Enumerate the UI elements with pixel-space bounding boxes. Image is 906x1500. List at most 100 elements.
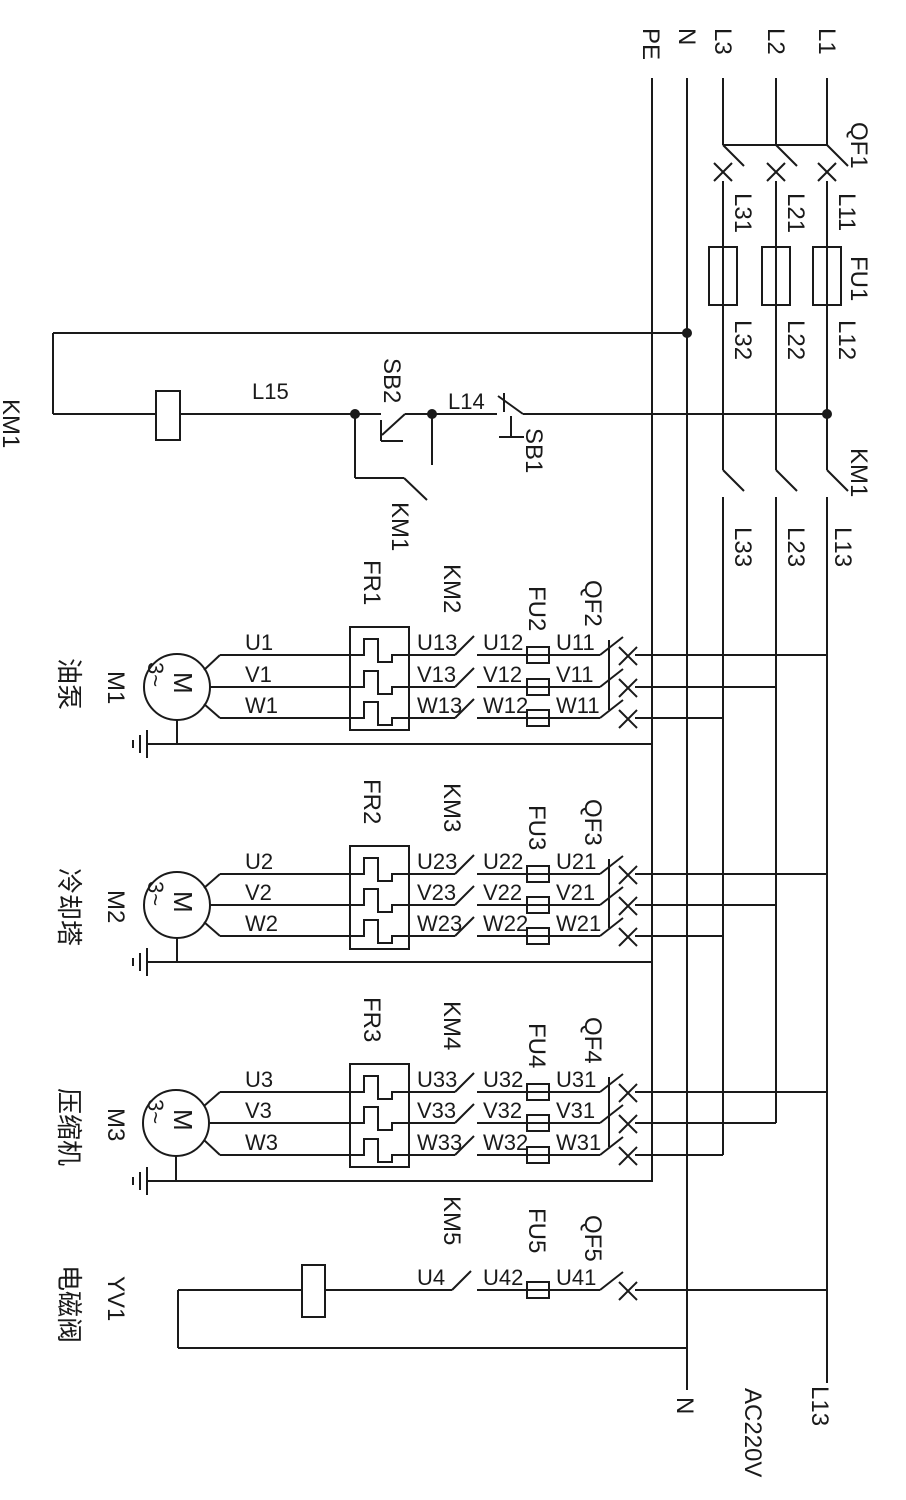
wire-km1-blade xyxy=(775,469,798,492)
fuse-fu1 xyxy=(812,246,842,306)
wire-qf2-blade xyxy=(599,699,624,719)
wire-qf3-blade xyxy=(599,855,624,875)
label-u33: U33 xyxy=(417,1067,457,1092)
label-u13: U13 xyxy=(417,630,457,655)
label-w22: W22 xyxy=(483,911,528,936)
fuse-fu1 xyxy=(761,246,791,306)
wire-km4-blade xyxy=(454,1103,475,1124)
label-qf1: QF1 xyxy=(845,122,872,169)
fuse-fu2 xyxy=(526,709,550,727)
label-qf5: QF5 xyxy=(579,1215,606,1262)
fuse-fu2 xyxy=(526,646,550,664)
label-qf3: QF3 xyxy=(579,799,606,846)
label-v12: V12 xyxy=(483,662,522,687)
label-u32: U32 xyxy=(483,1067,523,1092)
wire-m3-lead xyxy=(203,1091,221,1107)
fr1-element xyxy=(350,701,409,726)
label-fr1: FR1 xyxy=(358,560,385,605)
breaker-cross-icon xyxy=(618,1146,638,1166)
label-w23: W23 xyxy=(417,911,462,936)
fuse-fu3 xyxy=(526,896,550,914)
label-v32: V32 xyxy=(483,1098,522,1123)
label-km5: KM5 xyxy=(438,1196,465,1245)
label-km2: KM2 xyxy=(438,564,465,613)
label-u4: U4 xyxy=(417,1265,445,1290)
wire-qf2-blade xyxy=(599,668,624,688)
wire-qf3-blade xyxy=(599,886,624,906)
wire-qf4-blade xyxy=(599,1104,624,1124)
fuse-fu4 xyxy=(526,1114,550,1132)
wire-km5-blade xyxy=(451,1270,472,1291)
label-w11: W11 xyxy=(556,693,600,718)
motor-m3 xyxy=(142,1089,210,1157)
label-w13: W13 xyxy=(417,693,462,718)
label-m: M xyxy=(168,672,198,694)
label-v33: V33 xyxy=(417,1098,456,1123)
label-m1: M1 xyxy=(102,671,129,704)
wire-m1-lead xyxy=(203,703,221,719)
label-u3: U3 xyxy=(245,1067,273,1092)
label-w32: W32 xyxy=(483,1130,528,1155)
label-v2: V2 xyxy=(245,880,272,905)
wire-km3-blade xyxy=(454,916,475,937)
fr2-element xyxy=(350,919,409,944)
label-km1: KM1 xyxy=(845,448,872,497)
fuse-fu3 xyxy=(526,865,550,883)
label-m3: M3 xyxy=(102,1108,129,1141)
wire-km3-blade xyxy=(454,854,475,875)
label-sb1: SB1 xyxy=(520,428,547,473)
fr2-element xyxy=(350,888,409,913)
motor-m1 xyxy=(143,653,211,721)
motor-m2 xyxy=(143,871,211,939)
wire-m2-lead xyxy=(203,873,221,889)
label-u12: U12 xyxy=(483,630,523,655)
label-冷却塔: 冷却塔 xyxy=(54,868,84,946)
label-u2: U2 xyxy=(245,849,273,874)
fuse-fu1 xyxy=(708,246,738,306)
fr1-element xyxy=(350,670,409,695)
wire-km4-blade xyxy=(454,1135,475,1156)
label-km1: KM1 xyxy=(386,502,413,551)
label-m2: M2 xyxy=(102,890,129,923)
label-l22: L22 xyxy=(782,320,809,360)
fuse-fu2 xyxy=(526,678,550,696)
fr1-element xyxy=(350,638,409,663)
label-w33: W33 xyxy=(417,1130,462,1155)
label-v13: V13 xyxy=(417,662,456,687)
label-v1: V1 xyxy=(245,662,272,687)
wire-qf1-blade xyxy=(722,144,745,167)
wire-sb1-blade xyxy=(497,395,524,415)
wire-km3-blade xyxy=(454,885,475,906)
label-l11: L11 xyxy=(833,193,860,231)
label-u42: U42 xyxy=(483,1265,523,1290)
breaker-cross-icon xyxy=(618,927,638,947)
relay-box-fr1 xyxy=(349,626,410,731)
label-l14: L14 xyxy=(448,389,485,414)
label-l21: L21 xyxy=(782,193,809,233)
label-v21: V21 xyxy=(556,880,595,905)
label-l2: L2 xyxy=(762,28,789,55)
label-qf2: QF2 xyxy=(579,580,606,627)
label-3-: 3~ xyxy=(143,1099,168,1124)
label-u11: U11 xyxy=(556,630,595,655)
breaker-cross-icon xyxy=(618,1114,638,1134)
wire-qf1-blade xyxy=(826,144,849,167)
label-压缩机: 压缩机 xyxy=(54,1088,84,1166)
label-u21: U21 xyxy=(556,849,596,874)
wire-km2-blade xyxy=(454,698,475,719)
junction-dot xyxy=(350,409,360,419)
breaker-cross-icon xyxy=(618,1083,638,1103)
fr3-element xyxy=(350,1106,409,1131)
label-l23: L23 xyxy=(782,527,809,567)
label-l3: L3 xyxy=(709,28,736,55)
wire-km4-blade xyxy=(454,1072,475,1093)
junction-dot xyxy=(822,409,832,419)
label-l13: L13 xyxy=(806,1386,833,1426)
label-3-: 3~ xyxy=(143,881,168,906)
label-电磁阀: 电磁阀 xyxy=(54,1265,84,1343)
breaker-cross-icon xyxy=(618,865,638,885)
wire-km1-aux-blade xyxy=(403,477,428,501)
label-v11: V11 xyxy=(556,662,594,687)
